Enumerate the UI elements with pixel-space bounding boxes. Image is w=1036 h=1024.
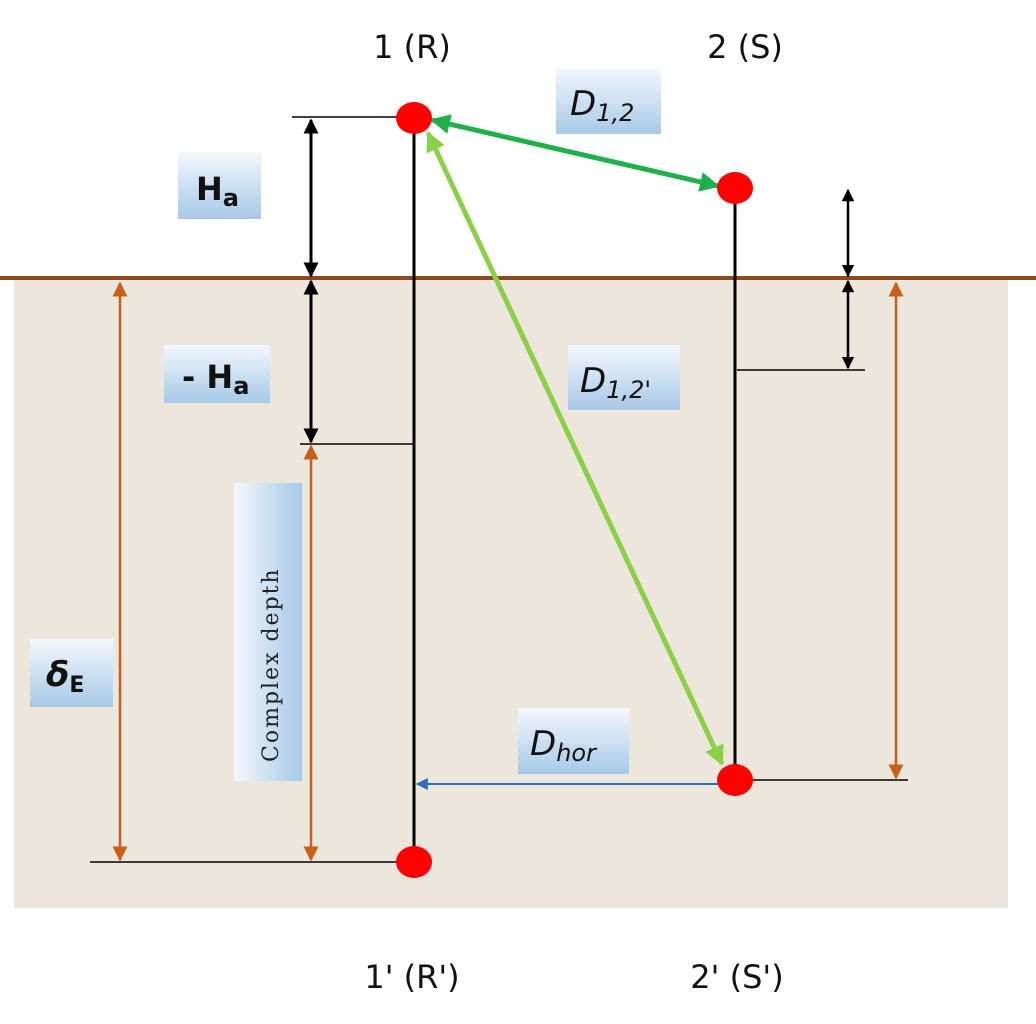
ha-label: Ha (178, 152, 261, 219)
svg-text:Ha: Ha (196, 170, 239, 212)
d12-image-arrow (425, 131, 725, 766)
point-2 (717, 172, 753, 204)
point-1-label: 1 (R) (373, 28, 451, 66)
point-2-image (717, 764, 753, 796)
ground-region (14, 280, 1008, 908)
dhor-label: Dhor (518, 708, 629, 774)
svg-text:D1,2: D1,2 (570, 84, 634, 127)
delta-e-label: δE (30, 639, 113, 707)
point-2-label: 2 (S) (707, 28, 783, 66)
neg-ha-label: - Ha (164, 345, 270, 403)
svg-text:δE: δE (46, 655, 84, 698)
svg-text:D1,2': D1,2' (580, 361, 651, 404)
point-1-image-label: 1' (R') (364, 958, 459, 996)
d12-image-label: D1,2' (568, 345, 680, 410)
point-1 (396, 102, 432, 134)
d12-label: D1,2 (556, 68, 661, 134)
svg-text:- Ha: - Ha (182, 358, 249, 400)
svg-text:Dhor: Dhor (530, 724, 598, 767)
point-2-image-label: 2' (S') (690, 958, 783, 996)
point-1-image (396, 846, 432, 878)
svg-text:Complex depth: Complex depth (259, 567, 284, 762)
complex-depth-label: Complex depth (234, 483, 302, 781)
